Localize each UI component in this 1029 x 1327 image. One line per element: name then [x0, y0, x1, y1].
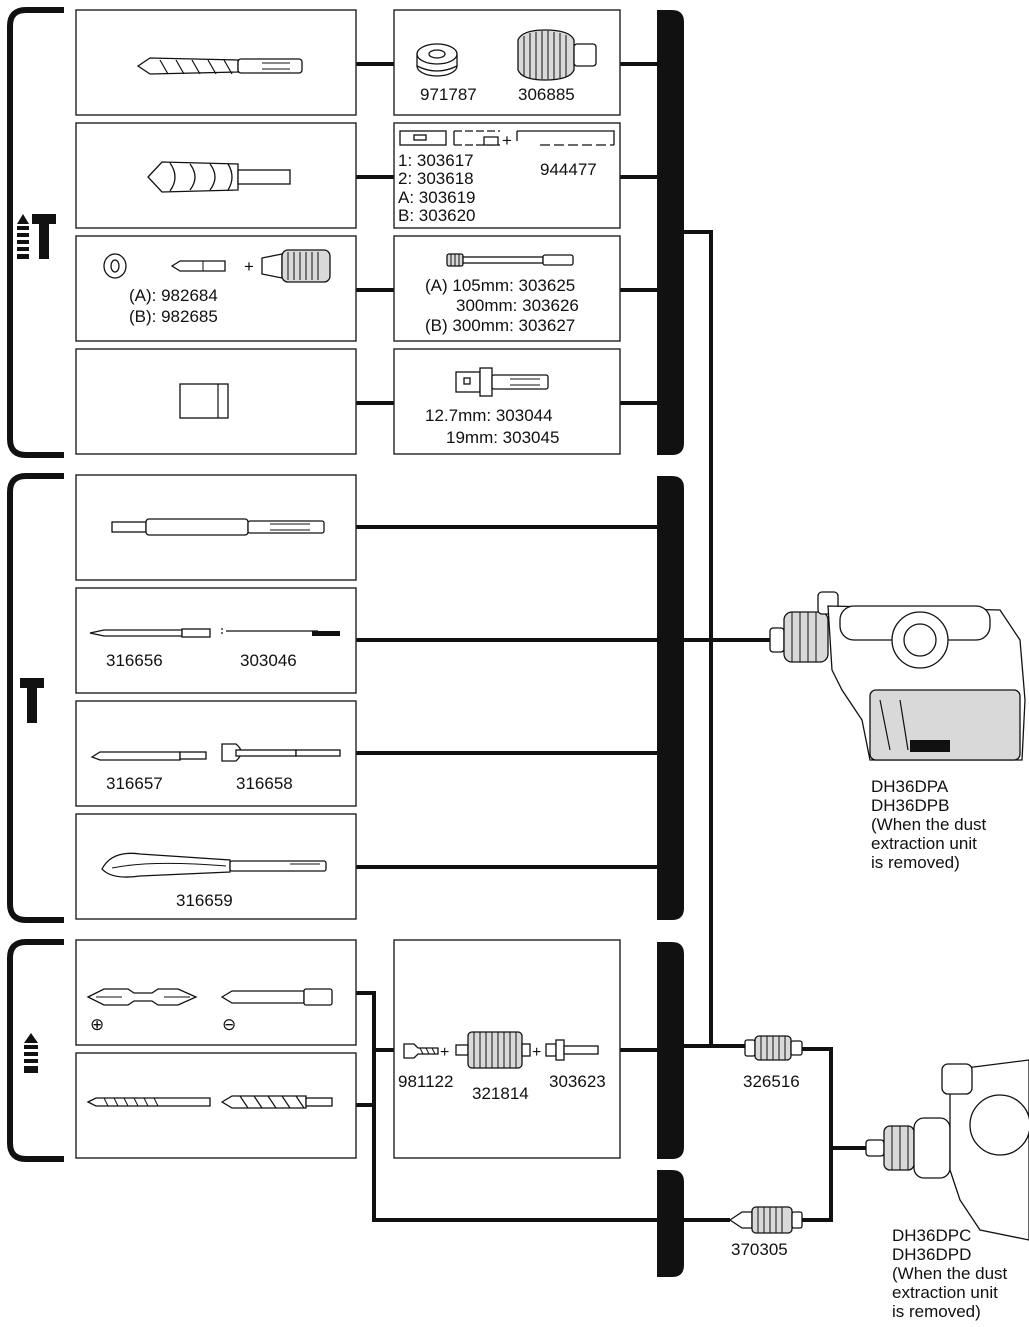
box-points [76, 588, 356, 693]
rotary-hammer-bottom-illustration [866, 1060, 1029, 1240]
label-part-321814: 321814 [472, 1084, 529, 1103]
label-point-1: 316656 [106, 651, 163, 670]
label-part-303044: 12.7mm: 303044 [425, 406, 553, 425]
label-part-303627: (B) 300mm: 303627 [425, 316, 575, 335]
bus-bar-2 [657, 476, 684, 920]
label-core-bit-a: (A): 982684 [129, 286, 218, 305]
category-bracket-rotary-hammer [10, 10, 64, 455]
label-part-971787: 971787 [420, 85, 477, 104]
machine-top-note-3: is removed) [871, 853, 960, 872]
label-part-303620: B: 303620 [398, 206, 476, 225]
machine-top-model-1: DH36DPA [871, 777, 949, 796]
quick-chuck-326516-illustration [745, 1036, 802, 1060]
bus-bar-3 [657, 942, 684, 1159]
label-point-2: 303046 [240, 651, 297, 670]
category-bracket-rotation [10, 942, 64, 1159]
machine-bottom-note-1: (When the dust [892, 1264, 1008, 1283]
slotted-bit-symbol: ⊖ [222, 1015, 236, 1034]
bus-bar-4 [657, 1170, 684, 1277]
sds-adapter-illustration [112, 519, 324, 535]
label-part-306885: 306885 [518, 85, 575, 104]
chuck-plus-1: + [440, 1044, 449, 1061]
machine-top-note-1: (When the dust [871, 815, 987, 834]
chuck-plus-2: + [532, 1044, 541, 1061]
label-scaling-chisel: 316659 [176, 891, 233, 910]
guide-plus: + [502, 131, 512, 150]
label-chisel-1: 316657 [106, 774, 163, 793]
label-part-326516: 326516 [743, 1072, 800, 1091]
label-core-bit-b: (B): 982685 [129, 307, 218, 326]
phillips-bit-symbol: ⊕ [90, 1015, 104, 1034]
machine-top-note-2: extraction unit [871, 834, 977, 853]
socket-illustration [180, 384, 228, 418]
label-part-303045: 19mm: 303045 [446, 428, 559, 447]
label-part-981122: 981122 [398, 1072, 453, 1091]
keyless-chuck-370305-illustration [730, 1207, 802, 1233]
machine-bottom-model-1: DH36DPC [892, 1226, 971, 1245]
label-part-303625: (A) 105mm: 303625 [425, 276, 575, 295]
label-part-303619: A: 303619 [398, 188, 476, 207]
twist-drills-illustration [88, 1096, 332, 1108]
label-part-303618: 2: 303618 [398, 169, 474, 188]
label-part-370305: 370305 [731, 1240, 788, 1259]
sds-drill-bit-illustration [138, 58, 302, 74]
label-part-303623: 303623 [549, 1072, 606, 1091]
bus-bar-1 [657, 10, 684, 455]
machine-bottom-note-2: extraction unit [892, 1283, 998, 1302]
label-part-944477: 944477 [540, 160, 597, 179]
machine-bottom-model-2: DH36DPD [892, 1245, 971, 1264]
label-part-303626: 300mm: 303626 [456, 296, 579, 315]
machine-bottom-note-3: is removed) [892, 1302, 981, 1321]
machine-top-model-2: DH36DPB [871, 796, 949, 815]
label-part-303617: 1: 303617 [398, 151, 474, 170]
core-bit-plus: + [244, 257, 254, 276]
washer-illustration [417, 44, 457, 76]
rotary-hammer-top-illustration [770, 592, 1025, 760]
label-chisel-2: 316658 [236, 774, 293, 793]
